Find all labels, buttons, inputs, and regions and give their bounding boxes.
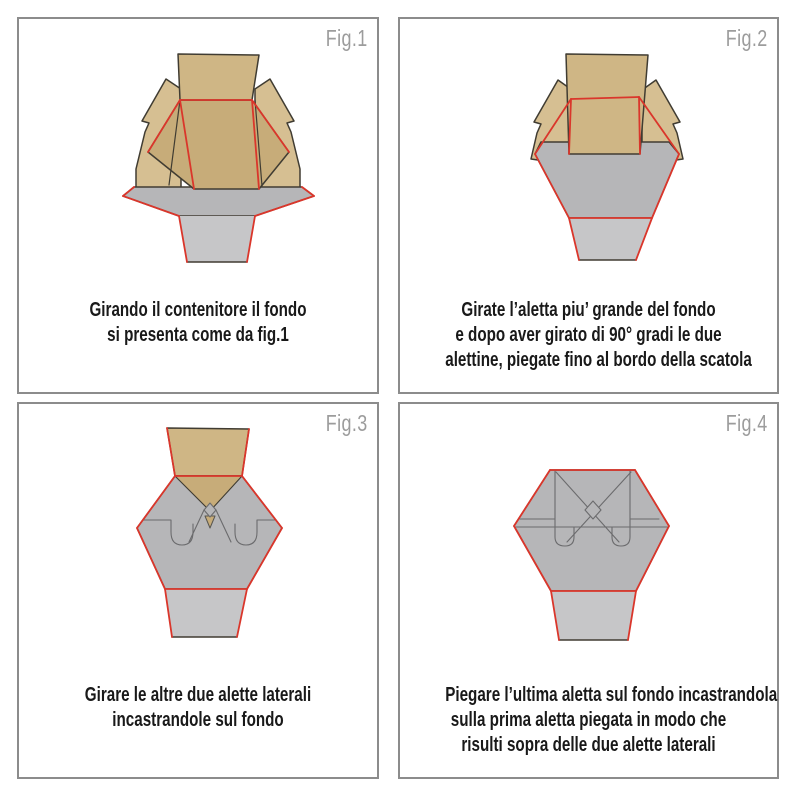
fig1-box-diagram — [19, 19, 377, 287]
caption-line: Girando il contenitore il fondo — [89, 299, 307, 321]
fold-lines — [513, 469, 670, 641]
caption-line: Piegare l’ultima aletta sul fondo incast… — [445, 684, 778, 706]
cardboard-flaps — [166, 427, 250, 477]
box-bottom-closed-drawing — [513, 469, 670, 641]
caption-line: sulla prima aletta piegata in modo che — [450, 709, 727, 731]
caption: Girando il contenitore il fondo si prese… — [62, 298, 334, 348]
fold-lines — [122, 99, 315, 263]
panel-fig1: Fig.1 — [17, 17, 379, 394]
fig-label: Fig.3 — [326, 410, 368, 436]
flap-seam-lines — [142, 502, 277, 546]
cardboard-flaps — [565, 53, 649, 155]
box-body — [136, 475, 283, 638]
box-bottom-large-flap-turned-drawing — [530, 53, 684, 261]
fig4-box-diagram — [400, 404, 777, 672]
caption-line: si presenta come da fig.1 — [107, 324, 289, 346]
caption-line: alettine, piegate fino al bordo della sc… — [445, 349, 752, 371]
caption: Piegare l’ultima aletta sul fondo incast… — [445, 683, 778, 758]
caption-line: e dopo aver girato di 90° gradi le due — [455, 324, 722, 346]
panel-fig2: Fig.2 — [398, 17, 779, 394]
caption: Girare le altre due alette laterali inca… — [62, 683, 334, 733]
caption: Girate l’aletta piu’ grande del fondo e … — [445, 298, 752, 373]
fig-label: Fig.4 — [726, 410, 768, 436]
box-body — [513, 469, 670, 641]
caption-line: Girare le altre due alette laterali — [84, 684, 312, 706]
fold-lines — [136, 427, 283, 638]
fig-label: Fig.1 — [326, 25, 368, 51]
fig-label: Fig.2 — [726, 25, 768, 51]
box-bottom-open-flaps-out-drawing — [122, 53, 315, 263]
box-body — [122, 186, 315, 263]
panel-fig4: Fig.4 — [398, 402, 779, 779]
box-body — [534, 141, 680, 261]
panel-fig3: Fig.3 Girare le altre due alette lateral… — [17, 402, 379, 779]
caption-line: risulti sopra delle due alette laterali — [461, 734, 716, 756]
box-bottom-side-flaps-folded-drawing — [136, 427, 283, 638]
caption-line: Girate l’aletta piu’ grande del fondo — [461, 299, 716, 321]
caption-line: incastrandole sul fondo — [112, 709, 284, 731]
flap-seam-lines — [515, 469, 668, 547]
fold-lines — [534, 96, 680, 261]
fig2-box-diagram — [400, 19, 777, 287]
fig3-box-diagram — [19, 404, 377, 672]
